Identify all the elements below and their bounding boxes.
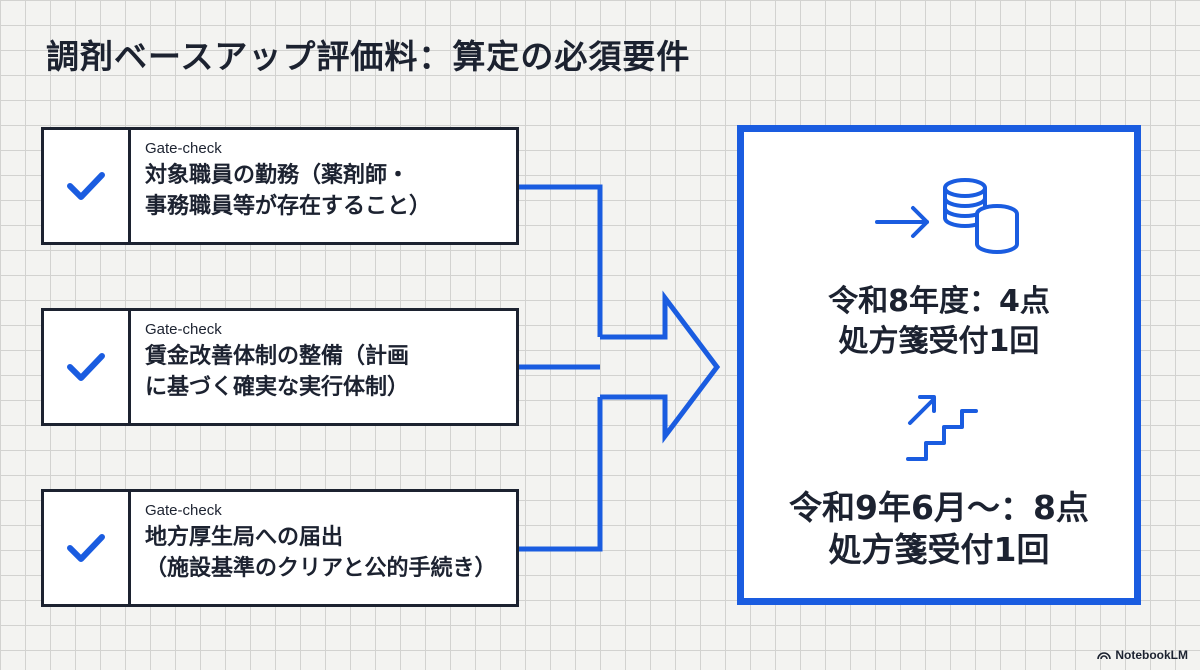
check-icon <box>67 172 105 200</box>
gate-check-card-1: Gate-check 対象職員の勤務（薬剤師・ 事務職員等が存在すること） <box>41 127 519 245</box>
gate-line-2: （施設基準のクリアと公的手続き） <box>145 556 497 581</box>
brand-watermark: NotebookLM <box>1097 648 1188 662</box>
coins-arrow-icon-group <box>875 178 1019 254</box>
gate-check-card-2: Gate-check 賃金改善体制の整備（計画 に基づく確実な実行体制） <box>41 308 519 426</box>
result-first: 令和8年度：4点 処方箋受付1回 <box>744 282 1134 362</box>
check-cell <box>44 492 131 604</box>
gate-text: Gate-check 地方厚生局への届出 （施設基準のクリアと公的手続き） <box>131 492 497 604</box>
result-second-points: 令和9年6月～：8点 <box>789 488 1089 527</box>
connector-gate-1 <box>519 184 603 337</box>
result-first-points: 令和8年度：4点 <box>828 284 1050 319</box>
coins-icon <box>943 178 1019 254</box>
result-second: 令和9年6月～：8点 処方箋受付1回 <box>744 487 1134 571</box>
check-cell <box>44 311 131 423</box>
gate-line-1: 地方厚生局への届出 <box>145 525 344 550</box>
gate-tag: Gate-check <box>145 140 222 157</box>
notebooklm-logo-icon <box>1097 652 1112 660</box>
gate-check-card-3: Gate-check 地方厚生局への届出 （施設基準のクリアと公的手続き） <box>41 489 519 607</box>
stairs-up-icon <box>906 395 978 461</box>
gate-tag: Gate-check <box>145 502 222 519</box>
gate-line-1: 対象職員の勤務（薬剤師・ <box>145 163 410 188</box>
check-icon <box>67 534 105 562</box>
gate-line-1: 賃金改善体制の整備（計画 <box>145 344 410 369</box>
big-arrow-head <box>600 290 721 444</box>
result-second-unit: 処方箋受付1回 <box>828 530 1050 569</box>
result-first-unit: 処方箋受付1回 <box>838 324 1040 359</box>
page-title: 調剤ベースアップ評価料：算定の必須要件 <box>46 37 691 76</box>
brand-label: NotebookLM <box>1115 648 1188 662</box>
check-icon <box>67 353 105 381</box>
arrow-right-icon <box>875 206 929 238</box>
gate-text: Gate-check 賃金改善体制の整備（計画 に基づく確実な実行体制） <box>131 311 409 423</box>
connector-gate-3 <box>519 397 603 552</box>
gate-text: Gate-check 対象職員の勤務（薬剤師・ 事務職員等が存在すること） <box>131 130 431 242</box>
gate-line-2: に基づく確実な実行体制） <box>145 375 410 400</box>
check-cell <box>44 130 131 242</box>
result-box: 令和8年度：4点 処方箋受付1回 令和9年6月～：8点 処方箋受付1回 <box>737 125 1141 605</box>
gate-line-2: 事務職員等が存在すること） <box>145 194 432 219</box>
gate-tag: Gate-check <box>145 321 222 338</box>
